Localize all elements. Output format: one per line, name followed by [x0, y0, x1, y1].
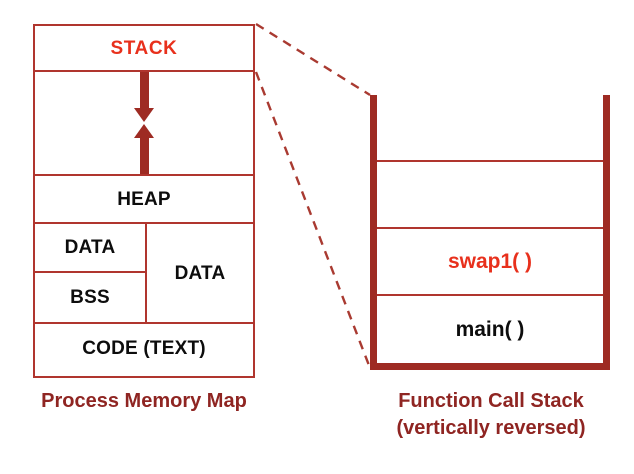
- memory-growth-region: [35, 72, 253, 176]
- data-bss-split: DATA BSS DATA: [35, 224, 253, 322]
- data-bss-left-column: DATA BSS: [35, 224, 147, 322]
- stack-frame-swap1-label: swap1( ): [447, 250, 533, 273]
- memory-region-data-bss: DATA BSS DATA: [35, 224, 253, 324]
- memory-region-heap: HEAP: [35, 176, 253, 224]
- memory-region-data-upper-label: DATA: [64, 237, 116, 258]
- arrow-down-icon: [134, 72, 154, 122]
- stack-bottom-connector-line: [254, 71, 372, 369]
- memory-region-stack-label: STACK: [110, 37, 178, 59]
- memory-region-data-right: DATA: [147, 224, 253, 322]
- memory-region-stack: STACK: [35, 26, 253, 72]
- process-memory-map-diagram: STACK HEAP DATA BSS: [33, 24, 255, 378]
- arrow-up-icon: [134, 124, 154, 174]
- stack-frame-swap1: swap1( ): [377, 229, 603, 296]
- call-stack-caption: Function Call Stack (vertically reversed…: [372, 388, 610, 442]
- growth-arrow-column: [35, 72, 253, 174]
- function-call-stack-diagram: swap1( ) main( ): [370, 95, 610, 370]
- memory-region-bss-label: BSS: [70, 287, 110, 308]
- stack-frame-main: main( ): [377, 296, 603, 363]
- stack-frame-empty-top: [377, 95, 603, 162]
- stack-frame-empty-second: [377, 162, 603, 229]
- stack-top-connector-line: [255, 22, 371, 97]
- stack-frame-main-label: main( ): [455, 318, 525, 341]
- memory-region-heap-label: HEAP: [117, 188, 171, 210]
- call-stack-caption-line1: Function Call Stack: [398, 390, 584, 412]
- memory-region-data-right-label: DATA: [174, 262, 226, 284]
- memory-region-code-label: CODE (TEXT): [82, 337, 206, 359]
- memory-region-data-upper: DATA: [35, 224, 145, 273]
- memory-map-caption: Process Memory Map: [41, 390, 247, 412]
- call-stack-caption-line2: (vertically reversed): [396, 417, 586, 439]
- memory-region-bss: BSS: [35, 273, 145, 322]
- memory-region-code: CODE (TEXT): [35, 324, 253, 372]
